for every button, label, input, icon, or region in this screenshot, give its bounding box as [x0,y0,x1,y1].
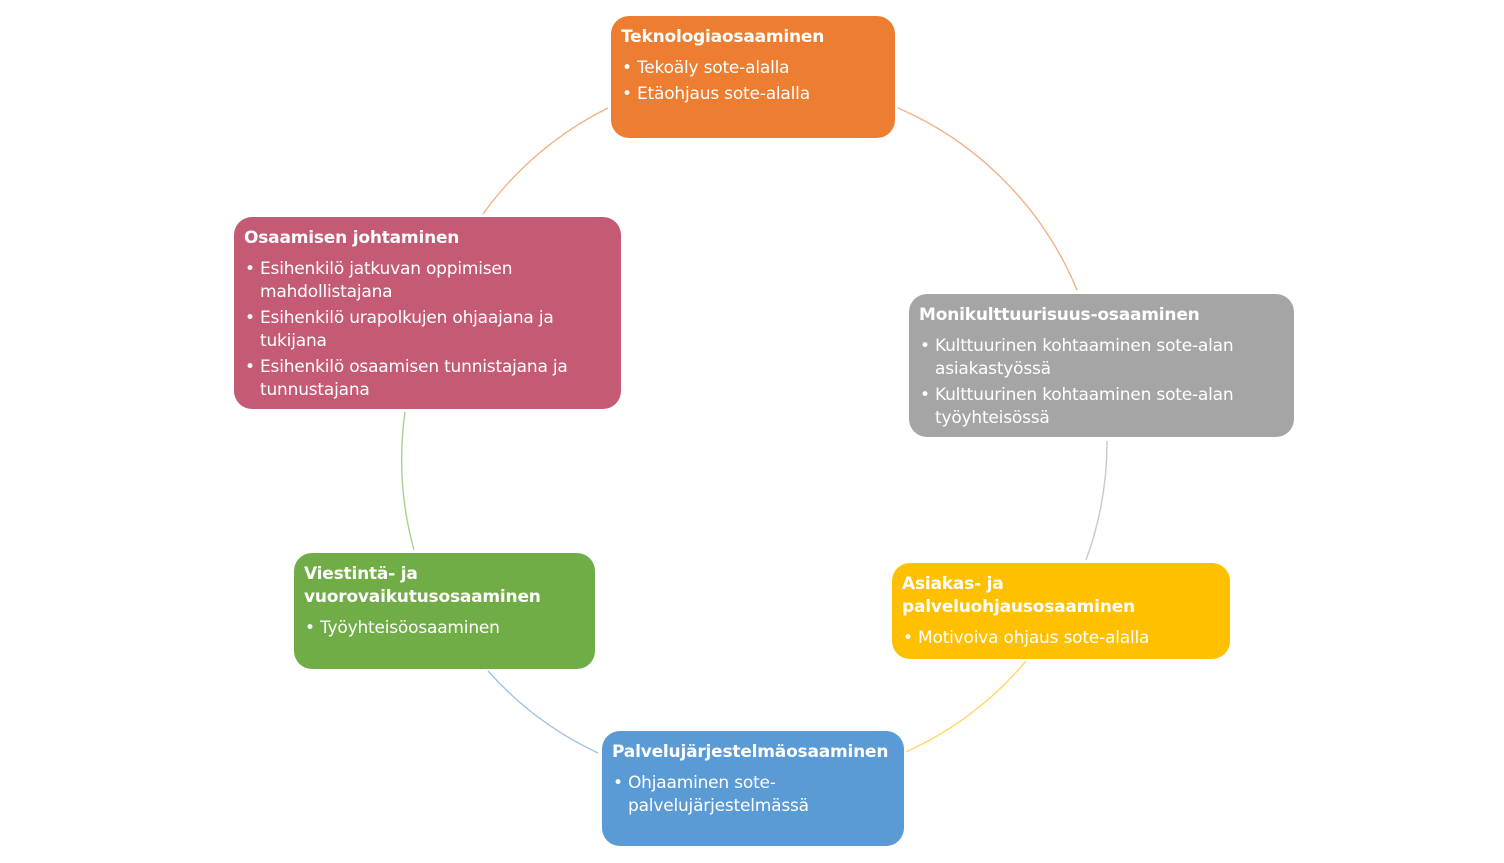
node-title: Asiakas- ja palveluohjausosaaminen [902,574,1135,617]
list-item: Etäohjaus sote-alalla [621,83,885,106]
node-viestinta-ja-vuorovaikutusosaaminen: Viestintä- ja vuorovaikutusosaaminen Työ… [294,553,595,669]
node-item-list: Tekoäly sote-alalla Etäohjaus sote-alall… [621,57,885,106]
node-title: Teknologiaosaaminen [621,27,825,47]
node-item-list: Motivoiva ohjaus sote-alalla [902,627,1220,650]
node-monikulttuurisuus-osaaminen: Monikulttuurisuus-osaaminen Kulttuurinen… [909,294,1294,437]
list-item: Esihenkilö osaamisen tunnistajana ja tun… [244,356,611,402]
arc-asiakas-to-palvelu [905,660,1027,753]
list-item: Esihenkilö urapolkujen ohjaajana ja tuki… [244,307,611,353]
arc-viesti-to-johto [401,411,415,551]
list-item: Työyhteisöosaaminen [304,617,585,640]
arc-johto-to-tech [482,107,609,215]
node-teknologiaosaaminen: Teknologiaosaaminen Tekoäly sote-alalla … [611,16,895,138]
node-title: Monikulttuurisuus-osaaminen [919,305,1200,325]
node-title: Osaamisen johtaminen [244,228,460,248]
node-palvelujarjestelmaosaaminen: Palvelujärjestelmäosaaminen Ohjaaminen s… [602,731,904,846]
list-item: Tekoäly sote-alalla [621,57,885,80]
list-item: Ohjaaminen sote-palvelujärjestelmässä [612,772,894,818]
list-item: Esihenkilö jatkuvan oppimisen mahdollist… [244,258,611,304]
node-title: Viestintä- ja vuorovaikutusosaaminen [304,564,541,607]
list-item: Kulttuurinen kohtaaminen sote-alan työyh… [919,384,1284,430]
list-item: Motivoiva ohjaus sote-alalla [902,627,1220,650]
node-osaamisen-johtaminen: Osaamisen johtaminen Esihenkilö jatkuvan… [234,217,621,409]
node-asiakas-ja-palveluohjausosaaminen: Asiakas- ja palveluohjausosaaminen Motiv… [892,563,1230,659]
arc-multi-to-asiakas [1085,440,1108,561]
arc-tech-to-multi [897,107,1078,291]
arc-palvelu-to-viesti [487,670,599,754]
node-item-list: Kulttuurinen kohtaaminen sote-alan asiak… [919,335,1284,430]
node-item-list: Esihenkilö jatkuvan oppimisen mahdollist… [244,258,611,402]
node-item-list: Työyhteisöosaaminen [304,617,585,640]
list-item: Kulttuurinen kohtaaminen sote-alan asiak… [919,335,1284,381]
node-item-list: Ohjaaminen sote-palvelujärjestelmässä [612,772,894,818]
node-title: Palvelujärjestelmäosaaminen [612,742,889,762]
